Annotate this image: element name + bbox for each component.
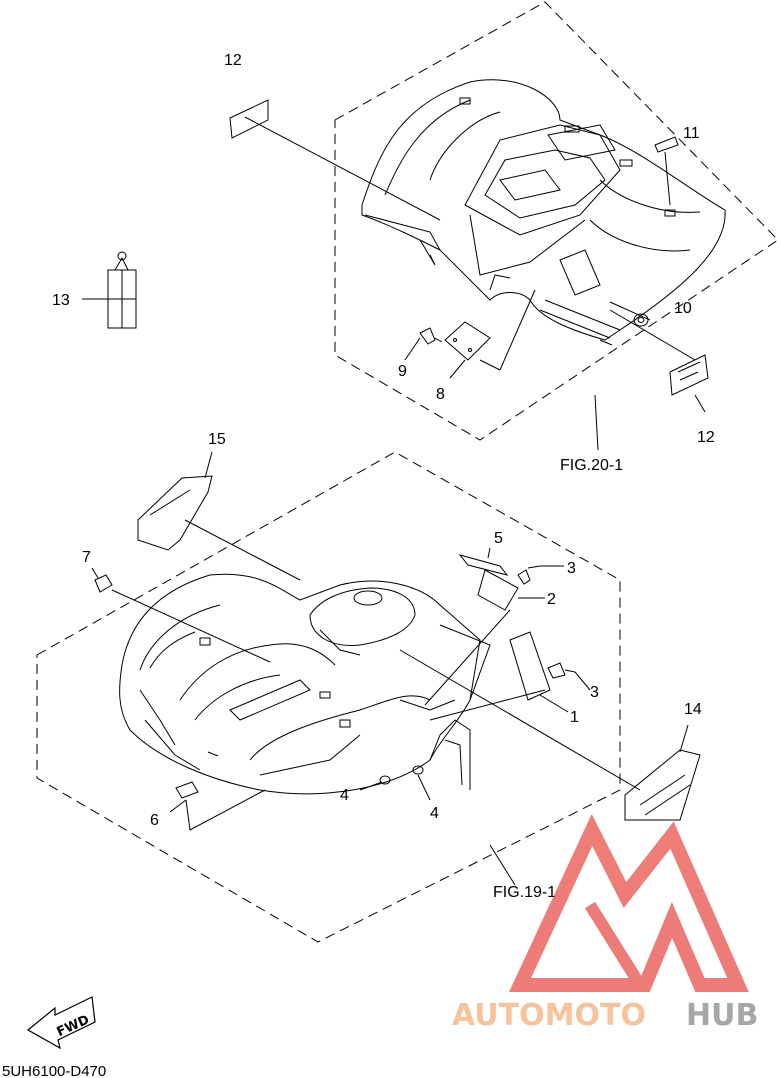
front-fender-group: [36, 451, 701, 943]
callout-3-bottom: 3: [590, 684, 599, 701]
callout-13: 13: [52, 292, 70, 309]
callout-12-bottom: 12: [697, 429, 715, 446]
rear-dashed-boundary: [334, 1, 779, 441]
figure-ref-rear: FIG.20-1: [560, 457, 623, 474]
callout-2: 2: [547, 591, 556, 608]
rear-fender-body: [361, 79, 726, 346]
watermark-text-hub: HUB: [686, 998, 758, 1033]
watermark-text-automoto: AUTOMOTO: [452, 998, 646, 1033]
fwd-arrow: FWD: [26, 996, 96, 1050]
watermark-logo: AUTOMOTO HUB: [452, 813, 758, 1033]
callout-14: 14: [684, 701, 702, 718]
callout-9: 9: [398, 363, 407, 380]
callout-10: 10: [674, 300, 692, 317]
callout-7: 7: [82, 549, 91, 566]
callout-15: 15: [208, 431, 226, 448]
callout-4-right: 4: [430, 805, 439, 822]
callout-12-top: 12: [224, 52, 242, 69]
rear-fender-group: [82, 1, 779, 451]
callout-1: 1: [570, 709, 579, 726]
callout-8: 8: [436, 386, 445, 403]
callout-labels: 12 11 13 10 9 8 12 15 5 7 3 2 3 1 14 4 4…: [52, 52, 715, 829]
watermark-triangle-mark: [509, 813, 749, 992]
callout-5: 5: [494, 530, 503, 547]
callout-3-top: 3: [567, 560, 576, 577]
callout-6: 6: [150, 812, 159, 829]
callout-4-left: 4: [340, 787, 349, 804]
figure-ref-front: FIG.19-1: [493, 884, 556, 901]
front-fender-body: [119, 573, 491, 795]
diagram-code: 5UH6100-D470: [2, 1063, 106, 1078]
callout-11: 11: [683, 125, 700, 142]
front-dashed-boundary: [36, 451, 621, 943]
